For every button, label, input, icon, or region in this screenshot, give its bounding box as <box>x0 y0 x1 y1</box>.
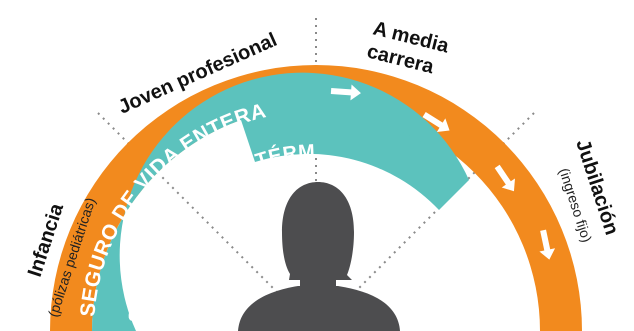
divider-line <box>97 112 317 331</box>
progress-arrows <box>330 84 556 260</box>
arrow-right-icon <box>422 112 450 132</box>
arrow-right-icon <box>330 84 361 101</box>
arrow-right-icon <box>539 229 556 260</box>
person-silhouette-icon <box>238 182 400 331</box>
term-life-band-cap <box>241 110 469 210</box>
divider-line <box>315 112 535 331</box>
arrow-right-icon <box>494 164 515 192</box>
